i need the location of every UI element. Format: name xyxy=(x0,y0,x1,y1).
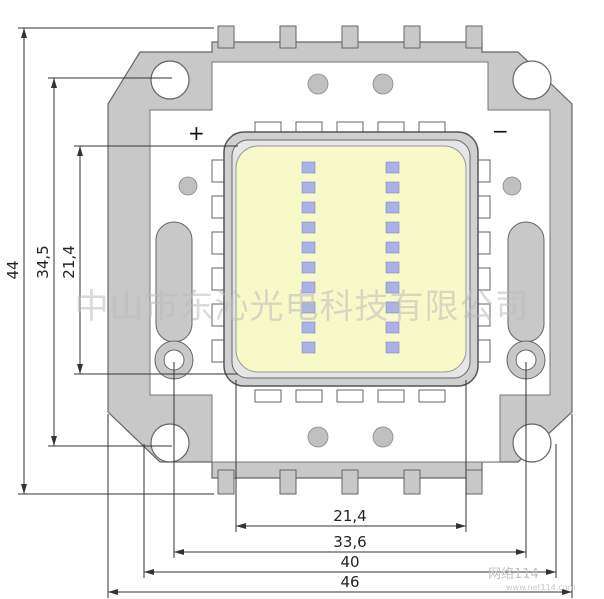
mount-hole-top-right xyxy=(512,60,552,100)
mount-holes xyxy=(150,60,552,463)
led-chip xyxy=(301,181,316,194)
site-url-watermark: www.net114.com xyxy=(506,583,576,592)
led-chip xyxy=(385,161,400,174)
solder-dots xyxy=(178,73,522,448)
wire-bond-pads xyxy=(211,121,491,403)
led-chip xyxy=(301,221,316,234)
dimension-arrows xyxy=(21,28,572,595)
dim-label-overall-width: 46 xyxy=(340,573,359,591)
led-chip xyxy=(385,201,400,214)
dimension-lines xyxy=(18,27,573,598)
mount-hole-bottom-left xyxy=(150,423,190,463)
led-chip xyxy=(385,261,400,274)
led-chip xyxy=(301,241,316,254)
led-chip-array xyxy=(301,161,400,354)
led-chip xyxy=(385,181,400,194)
dim-label-mount-pitch-horizontal: 40 xyxy=(340,553,359,571)
mount-hole-bottom-right xyxy=(512,423,552,463)
led-chip xyxy=(385,241,400,254)
negative-terminal-label: − xyxy=(492,119,509,143)
led-chip xyxy=(385,321,400,334)
led-chip xyxy=(385,341,400,354)
led-chip xyxy=(385,221,400,234)
emitter-phosphor xyxy=(235,145,467,373)
led-chip xyxy=(301,341,316,354)
led-chip xyxy=(301,281,316,294)
led-chip xyxy=(301,261,316,274)
bottom-pins xyxy=(217,469,483,495)
side-slots xyxy=(155,221,545,343)
led-chip xyxy=(301,301,316,314)
dim-label-inner-hole-pitch: 33,6 xyxy=(333,533,366,551)
dim-label-emitter-height: 21,4 xyxy=(60,245,78,278)
dim-label-overall-height: 44 xyxy=(4,260,22,279)
led-chip xyxy=(385,301,400,314)
positive-terminal-label: + xyxy=(188,121,205,145)
mount-hole-top-left xyxy=(150,60,190,100)
dim-label-mount-pitch-vertical: 34,5 xyxy=(34,245,52,278)
dim-label-emitter-width: 21,4 xyxy=(333,507,366,525)
company-watermark: 中山市东沁光电科技有限公司 xyxy=(75,287,530,327)
led-chip xyxy=(301,321,316,334)
led-chip xyxy=(301,161,316,174)
led-chip xyxy=(301,201,316,214)
site-logo-watermark: 网络114 xyxy=(488,566,539,582)
led-chip xyxy=(385,281,400,294)
top-pins xyxy=(217,25,483,49)
ring-holes xyxy=(154,340,546,380)
